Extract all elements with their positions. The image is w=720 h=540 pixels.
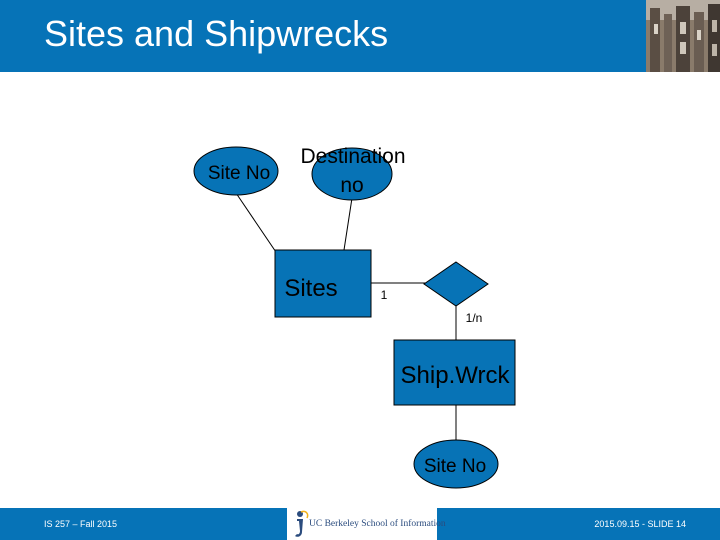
relationship-diamond: [423, 261, 489, 307]
title-bar: [0, 0, 720, 72]
attribute-site-no-bottom: [413, 439, 499, 489]
connector-siteno-sites: [235, 192, 281, 259]
cardinality-shipwreck-side: 1/n: [466, 311, 483, 325]
cardinality-sites-side: 1: [381, 288, 388, 302]
entity-shipwreck: [393, 339, 516, 406]
building-photo-icon: [646, 0, 720, 72]
label-destination-line1: Destination: [300, 145, 405, 168]
label-destination-line2: no: [340, 174, 363, 197]
label-site-no-top: Site No: [208, 163, 270, 184]
label-entity-shipwreck: Ship.Wrck: [401, 362, 511, 389]
entity-sites: [274, 249, 372, 318]
connector-destination-sites: [343, 197, 353, 251]
footer-logo: UC Berkeley School of Information: [287, 508, 446, 540]
building-photo: [646, 0, 720, 72]
attribute-site-no-top: [193, 146, 279, 196]
attribute-destination-no: [311, 147, 393, 201]
slide-title: Sites and Shipwrecks: [44, 13, 389, 54]
footer-course: IS 257 – Fall 2015: [44, 519, 118, 529]
footer-slide-ref: 2015.09.15 - SLIDE 14: [594, 519, 686, 529]
label-site-no-bottom: Site No: [424, 456, 486, 477]
logo-text: UC Berkeley School of Information: [309, 519, 446, 529]
uc-berkeley-ischool-logo-icon: [295, 510, 309, 537]
label-entity-sites: Sites: [284, 275, 337, 302]
